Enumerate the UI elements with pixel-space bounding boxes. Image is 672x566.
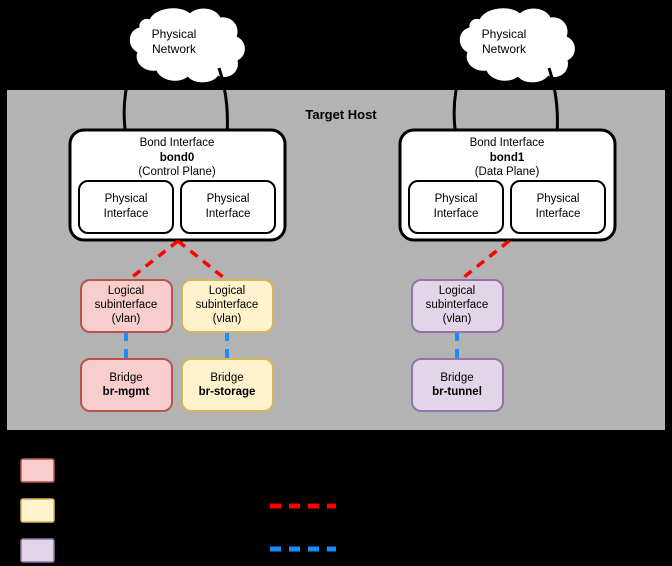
bridge-1-label: Bridge xyxy=(210,372,243,384)
subinterface-2-line1: Logical xyxy=(439,285,475,297)
cloud-label-line1: Physical xyxy=(482,27,527,41)
cloud-shape xyxy=(459,8,575,83)
subinterface-2-box[interactable] xyxy=(411,279,504,333)
physical-network-left: Physical Network xyxy=(129,8,245,83)
vlan-link-bond0-to-sub0 xyxy=(125,239,180,283)
bond1-nic-1-line1: Physical xyxy=(537,193,580,205)
cloud-label-line2: Network xyxy=(152,42,197,56)
vlan-link-bond0-to-sub1 xyxy=(176,239,230,283)
bridge-1-name: br-storage xyxy=(199,386,256,398)
bond0-nic-0-line2: Interface xyxy=(104,208,149,220)
bond1-nic-0-line1: Physical xyxy=(435,193,478,205)
legend-swatch-0 xyxy=(20,458,55,483)
bond0-name: bond0 xyxy=(160,152,195,164)
subinterface-0-line3: (vlan) xyxy=(112,313,141,325)
bond1-nic-1-box[interactable] xyxy=(510,180,606,234)
bond0-nic-0-box[interactable] xyxy=(78,180,174,234)
bond0-nic-1-line1: Physical xyxy=(207,193,250,205)
logical-subinterface-storage[interactable]: Logical subinterface (vlan) xyxy=(181,279,274,333)
bond0-nic-1-line2: Interface xyxy=(206,208,251,220)
subinterface-0-line1: Logical xyxy=(108,285,144,297)
bond1-name: bond1 xyxy=(490,152,525,164)
page-title: Target Host xyxy=(305,107,377,122)
subinterface-1-box[interactable] xyxy=(181,279,274,333)
bond-interface-bond1[interactable]: Bond Interface bond1 (Data Plane) Physic… xyxy=(398,128,617,242)
bond1-title: Bond Interface xyxy=(470,137,545,149)
bridge-0-box[interactable] xyxy=(80,358,173,412)
bond0-nic-0-line1: Physical xyxy=(105,193,148,205)
bridge-br-tunnel[interactable]: Bridge br-tunnel xyxy=(411,358,504,412)
bond1-nic-0-box[interactable] xyxy=(408,180,504,234)
bridge-2-label: Bridge xyxy=(440,372,473,384)
cloud-label-line2: Network xyxy=(482,42,527,56)
bond0-nic-1-box[interactable] xyxy=(180,180,276,234)
bond0-role: (Control Plane) xyxy=(138,166,216,178)
cloud-shape xyxy=(129,8,245,83)
bridge-0-label: Bridge xyxy=(109,372,142,384)
cloud-label-line1: Physical xyxy=(152,27,197,41)
vlan-link-bond1-to-sub2 xyxy=(457,239,511,283)
bridge-0-name: br-mgmt xyxy=(103,386,150,398)
bond1-nic-1-line2: Interface xyxy=(536,208,581,220)
subinterface-0-box[interactable] xyxy=(80,279,173,333)
bridge-2-box[interactable] xyxy=(411,358,504,412)
subinterface-2-line3: (vlan) xyxy=(443,313,472,325)
logical-subinterface-tunnel[interactable]: Logical subinterface (vlan) xyxy=(411,279,504,333)
legend xyxy=(20,458,336,563)
bridge-1-box[interactable] xyxy=(181,358,274,412)
bridge-br-storage[interactable]: Bridge br-storage xyxy=(181,358,274,412)
legend-swatch-2 xyxy=(20,538,55,563)
subinterface-0-line2: subinterface xyxy=(95,299,158,311)
bond1-role: (Data Plane) xyxy=(475,166,540,178)
bond1-nic-0-line2: Interface xyxy=(434,208,479,220)
bond-interface-bond0[interactable]: Bond Interface bond0 (Control Plane) Phy… xyxy=(68,128,287,242)
physical-network-right: Physical Network xyxy=(459,8,575,83)
subinterface-1-line1: Logical xyxy=(209,285,245,297)
bridge-2-name: br-tunnel xyxy=(432,386,482,398)
bond0-title: Bond Interface xyxy=(140,137,215,149)
subinterface-2-line2: subinterface xyxy=(426,299,489,311)
legend-swatch-1 xyxy=(20,498,55,523)
logical-subinterface-mgmt[interactable]: Logical subinterface (vlan) xyxy=(80,279,173,333)
subinterface-1-line2: subinterface xyxy=(196,299,259,311)
subinterface-1-line3: (vlan) xyxy=(213,313,242,325)
bridge-br-mgmt[interactable]: Bridge br-mgmt xyxy=(80,358,173,412)
